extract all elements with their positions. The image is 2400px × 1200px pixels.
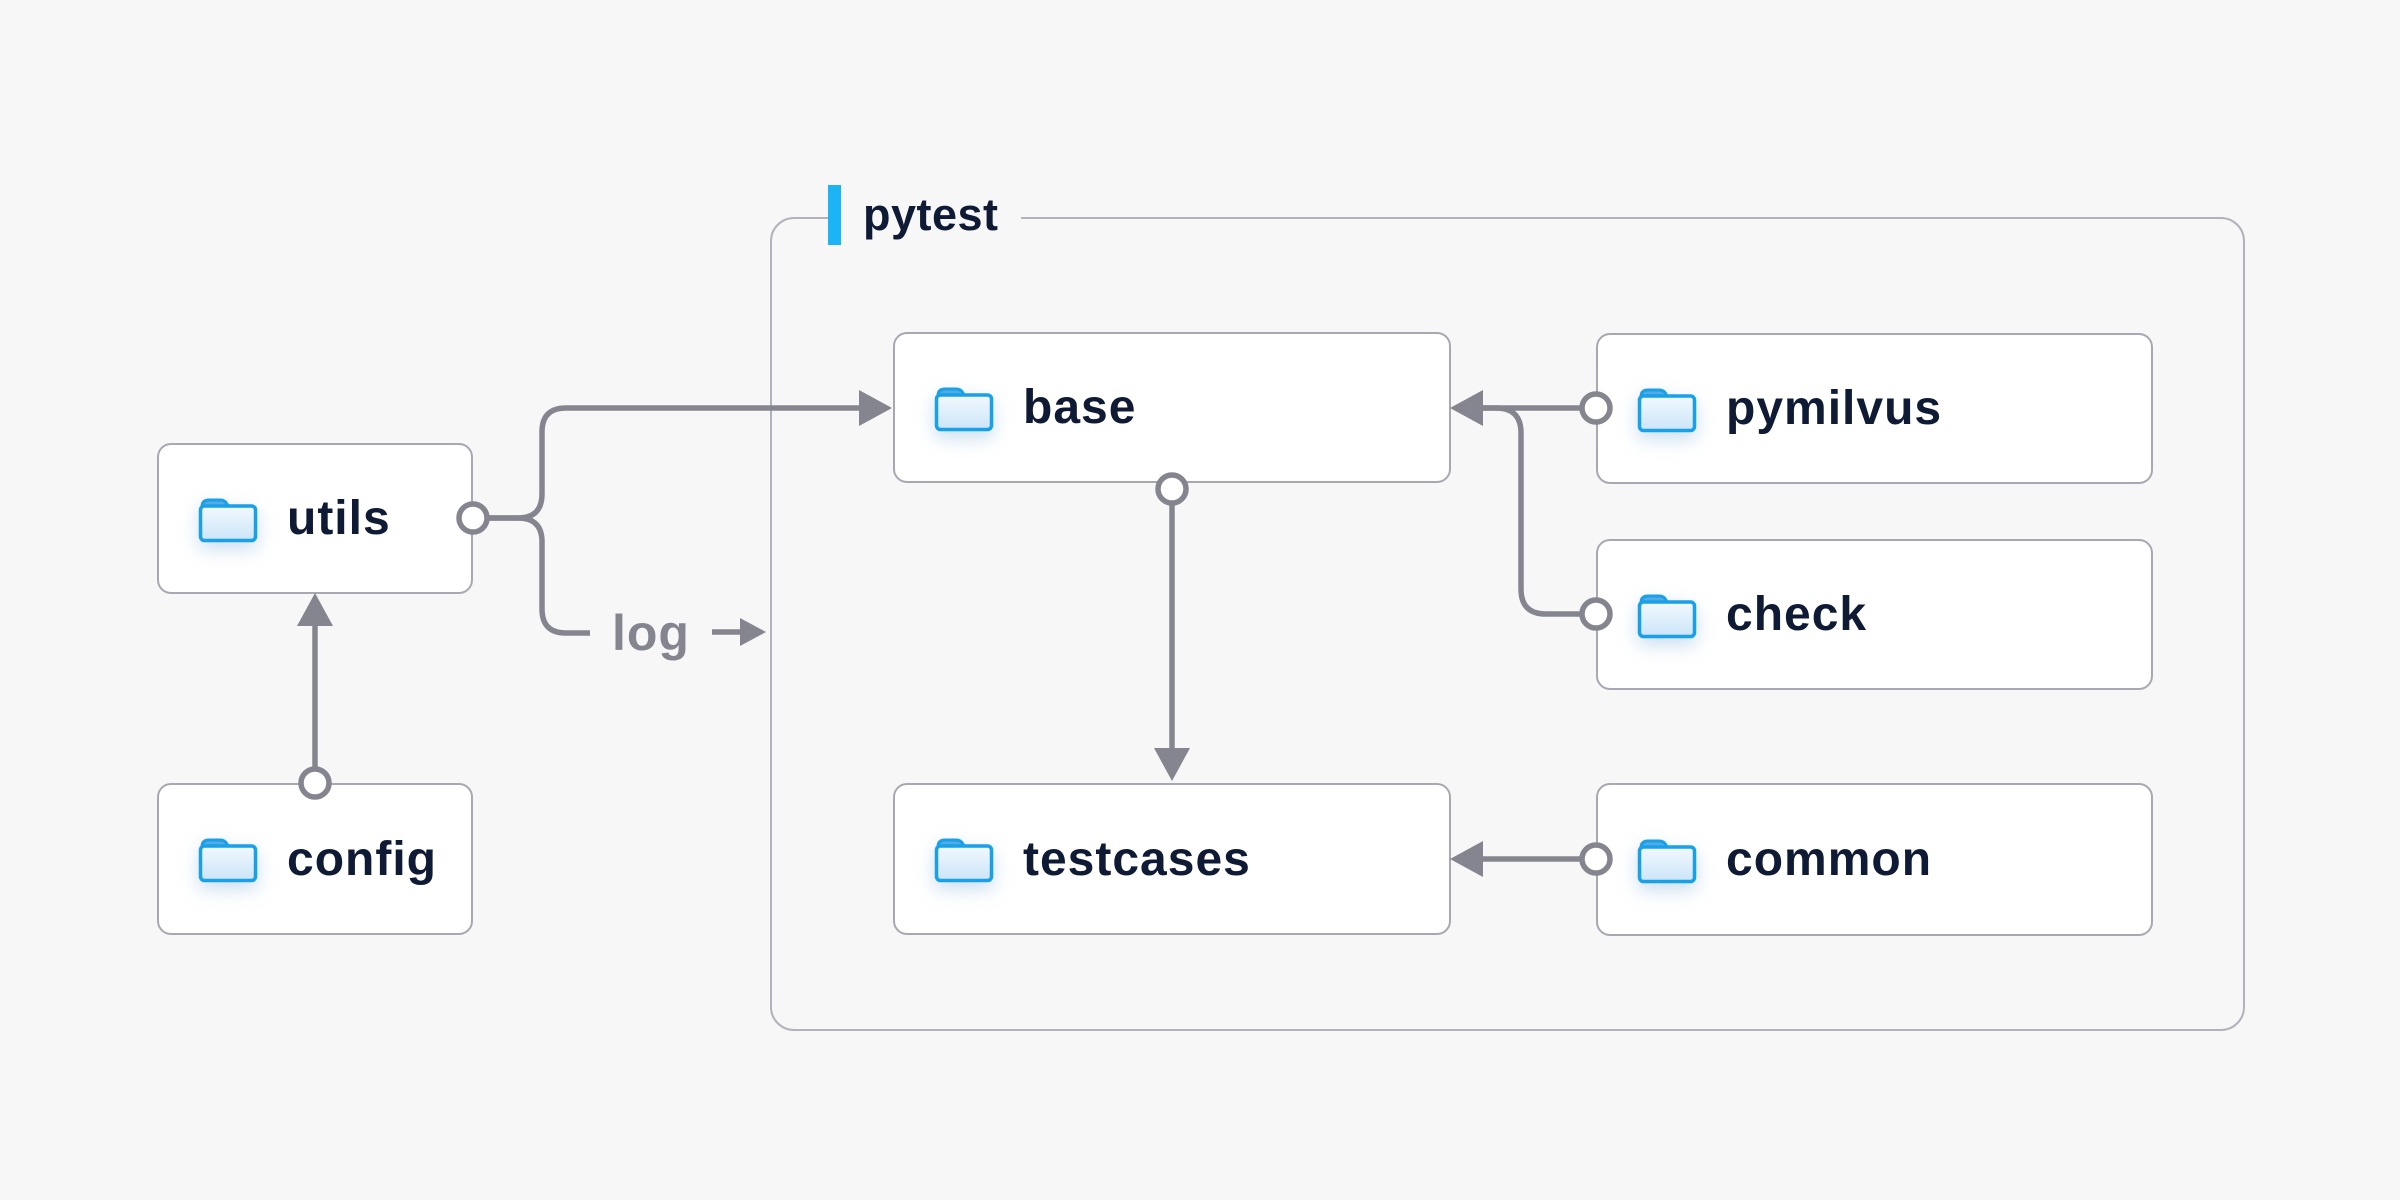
node-pymilvus: pymilvus (1596, 333, 2153, 484)
edge-config-utils (297, 593, 333, 800)
node-check: check (1596, 539, 2153, 690)
folder-icon (198, 838, 258, 883)
node-label: base (1023, 381, 1137, 434)
pytest-group-label: pytest (828, 185, 1021, 245)
log-label: log (612, 605, 690, 661)
node-label: utils (287, 492, 391, 545)
node-label: pymilvus (1726, 382, 1943, 435)
pytest-group-box (770, 217, 2245, 1031)
edge-utils-log: log (488, 515, 766, 661)
node-base: base (893, 332, 1451, 483)
node-label: testcases (1023, 832, 1251, 886)
folder-icon (198, 498, 258, 542)
node-label: config (287, 832, 437, 886)
accent-bar (828, 185, 841, 245)
folder-icon (1637, 388, 1697, 432)
group-title: pytest (863, 189, 999, 240)
node-label: common (1726, 833, 1933, 886)
node-common: common (1596, 783, 2153, 936)
node-label: check (1726, 588, 1868, 641)
folder-icon (934, 838, 994, 883)
node-config: config (157, 783, 473, 935)
folder-icon (1637, 839, 1697, 883)
node-utils: utils (157, 443, 473, 594)
folder-icon (934, 387, 994, 431)
folder-icon (1637, 594, 1697, 638)
node-testcases: testcases (893, 783, 1451, 935)
